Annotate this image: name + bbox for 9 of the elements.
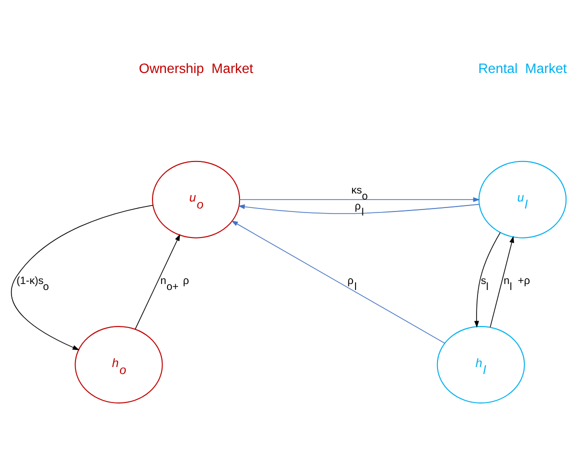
- arrow: [231, 220, 446, 344]
- arrow: [474, 232, 501, 328]
- arrow: [238, 203, 480, 214]
- arrow: [239, 196, 480, 202]
- arrow: [10, 204, 154, 350]
- arrow: [490, 235, 514, 327]
- label: Ownership Market: [138, 60, 254, 76]
- label: Rental Market: [478, 60, 567, 76]
- arrow: [134, 234, 180, 329]
